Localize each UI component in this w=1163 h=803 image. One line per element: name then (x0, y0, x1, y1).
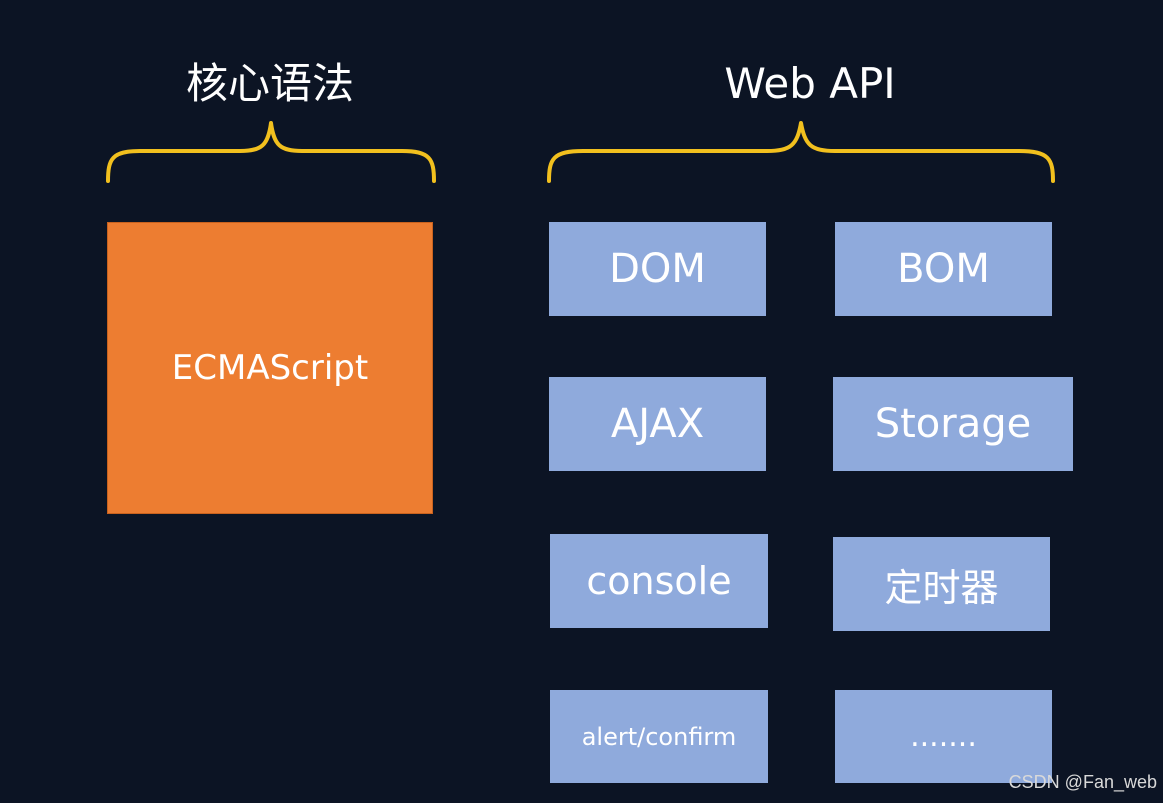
api-item-label: AJAX (610, 401, 705, 447)
api-item-label: console (586, 559, 732, 603)
api-item-alert-confirm: alert/confirm (550, 690, 768, 783)
api-item-label: 定时器 (884, 565, 999, 610)
api-item-timer: 定时器 (833, 537, 1050, 631)
api-item-label: BOM (897, 246, 990, 292)
api-item-console: console (550, 534, 768, 628)
web-api-brace (547, 121, 1055, 183)
core-syntax-title: 核心语法 (185, 59, 354, 108)
api-item-label: ....... (910, 719, 977, 754)
api-item-dom: DOM (549, 222, 766, 316)
ecmascript-label: ECMAScript (171, 348, 369, 388)
api-item-more: ....... (835, 690, 1052, 783)
api-item-storage: Storage (833, 377, 1073, 471)
web-api-title: Web API (724, 59, 896, 108)
api-item-ajax: AJAX (549, 377, 766, 471)
api-item-label: Storage (874, 401, 1032, 447)
api-item-label: alert/confirm (581, 722, 737, 751)
ecmascript-box: ECMAScript (107, 222, 433, 514)
api-item-bom: BOM (835, 222, 1052, 316)
csdn-watermark: CSDN @Fan_web (1008, 772, 1157, 792)
core-syntax-brace (106, 121, 436, 183)
api-item-label: DOM (609, 246, 706, 292)
